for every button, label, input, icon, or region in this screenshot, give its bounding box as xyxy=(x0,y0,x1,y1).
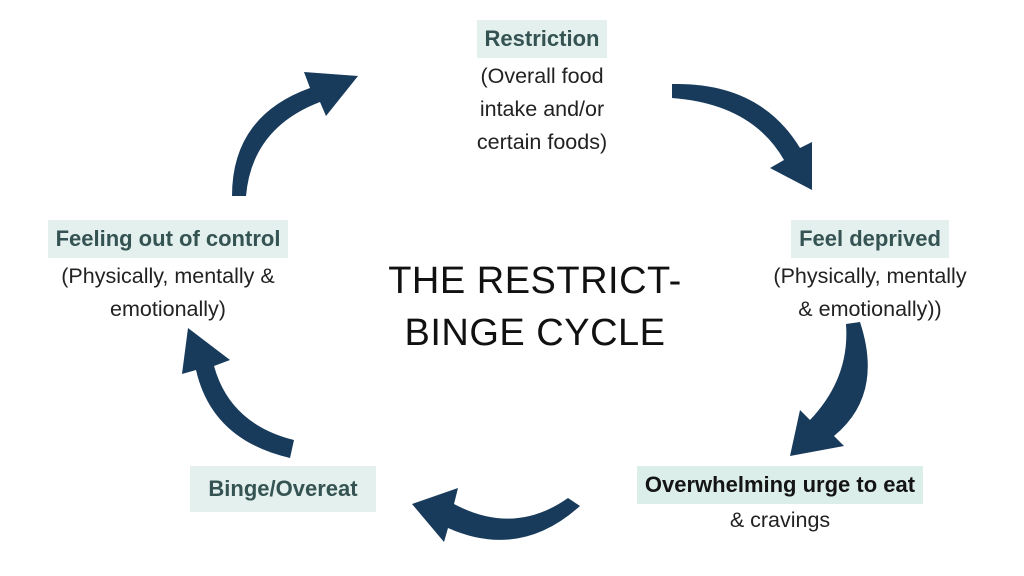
arrow-binge-to-control xyxy=(182,328,294,458)
step-out-of-control-label: Feeling out of control xyxy=(47,220,289,258)
arrow-control-to-restriction xyxy=(232,72,358,196)
step-feel-deprived-detail: (Physically, mentally & emotionally)) xyxy=(773,264,967,321)
step-restriction: Restriction (Overall food intake and/or … xyxy=(422,20,662,159)
step-overwhelming-urge-detail: & cravings xyxy=(729,508,831,532)
arrow-deprived-to-urge xyxy=(790,322,868,456)
step-restriction-label: Restriction xyxy=(476,20,608,58)
step-binge-overeat-label: Binge/Overeat xyxy=(190,466,376,512)
curved-arrow-icon xyxy=(182,328,294,458)
curved-arrow-icon xyxy=(672,83,812,190)
diagram-title: THE RESTRICT- BINGE CYCLE xyxy=(388,260,682,354)
curved-arrow-icon xyxy=(412,488,580,542)
step-overwhelming-urge-label: Overwhelming urge to eat xyxy=(636,466,924,504)
step-overwhelming-urge: Overwhelming urge to eat & cravings xyxy=(592,466,968,537)
curved-arrow-icon xyxy=(232,72,358,196)
step-feel-deprived-label: Feel deprived xyxy=(791,220,949,258)
arrow-restriction-to-deprived xyxy=(672,83,812,190)
arrow-urge-to-binge xyxy=(412,488,580,542)
step-out-of-control-detail: (Physically, mentally & emotionally) xyxy=(61,264,275,321)
step-binge-overeat: Binge/Overeat xyxy=(158,466,408,512)
step-out-of-control: Feeling out of control (Physically, ment… xyxy=(4,220,332,326)
step-feel-deprived: Feel deprived (Physically, mentally & em… xyxy=(730,220,1010,326)
step-restriction-detail: (Overall food intake and/or certain food… xyxy=(476,64,608,154)
curved-arrow-icon xyxy=(790,322,868,456)
